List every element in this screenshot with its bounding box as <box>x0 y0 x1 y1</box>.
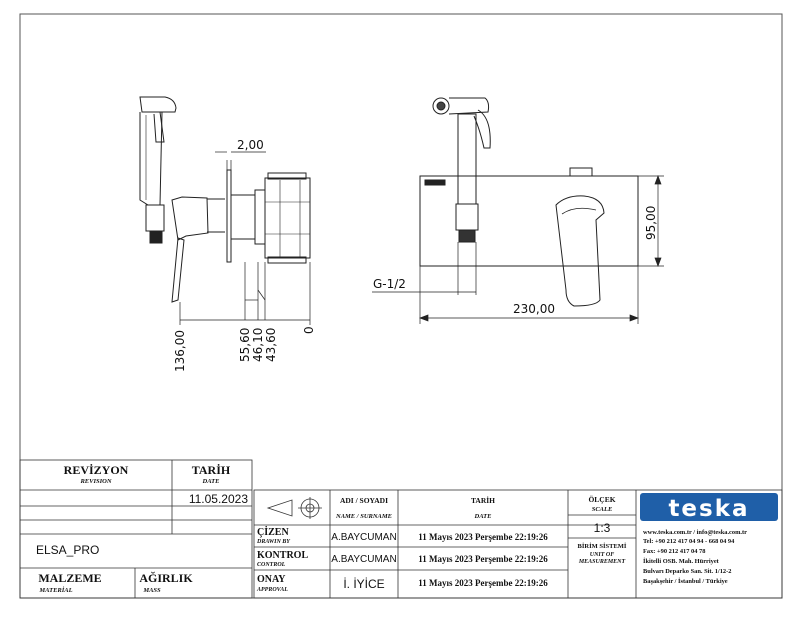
title-block <box>253 489 783 599</box>
company-logo: teska <box>640 493 778 522</box>
scale-sub: SCALE <box>592 506 613 513</box>
front-view-dimensions <box>372 175 664 324</box>
date-sub: DATE <box>474 513 493 520</box>
dim-offset-1: 136,00 <box>173 330 187 372</box>
weight-label: AĞIRLIK <box>139 571 193 585</box>
row-role-sub-2: APPROVAL <box>256 587 288 593</box>
units-label: BİRİM SİSTEMİ <box>578 543 627 550</box>
name-header: ADI / SOYADI <box>340 496 388 505</box>
dim-width: 230,00 <box>513 302 555 316</box>
contact-line-4: Bulvarı Deparko San. Sit. 1/12-2 <box>643 568 731 575</box>
revision-label: REVİZYON <box>64 463 129 477</box>
revision-sub: REVISION <box>79 478 111 485</box>
dim-offset-5: 0 <box>302 326 316 334</box>
contact-line-1: Tel: +90 212 417 04 94 - 668 04 94 <box>643 538 735 545</box>
shower-trigger <box>153 111 165 143</box>
revision-date-value: 11.05.2023 <box>189 492 248 506</box>
scale-label: ÖLÇEK <box>588 495 615 504</box>
dim-thread: G-1/2 <box>373 277 406 291</box>
front-mixer-lever <box>555 195 605 307</box>
front-shower-trigger <box>473 109 491 149</box>
weight-sub: MASS <box>142 587 161 594</box>
mixer-body <box>171 196 209 241</box>
row-name-2: İ. İYİCE <box>343 577 384 591</box>
contact-line-0: www.teska.com.tr / info@teska.com.tr <box>643 529 747 536</box>
contact-line-3: İkitelli OSB. Mah. Hürriyet <box>643 558 720 565</box>
revision-date-label: TARİH <box>192 463 231 477</box>
cartridge-housing <box>264 177 311 259</box>
dim-offset-2: 55,60 <box>238 328 252 362</box>
contact-line-5: Başakşehir / İstanbul / Türkiye <box>643 578 728 585</box>
dim-offset-3: 46,10 <box>251 328 265 362</box>
revision-block <box>19 459 253 599</box>
material-sub: MATERİAL <box>38 586 72 594</box>
name-sub: NAME / SURNAME <box>335 513 393 520</box>
shower-nut <box>145 204 165 232</box>
side-view-dimensions <box>179 151 311 325</box>
side-view <box>139 96 311 303</box>
scale-value: 1:3 <box>594 521 611 535</box>
contact-line-2: Fax: +90 212 417 04 78 <box>643 548 705 555</box>
dim-height: 95,00 <box>644 206 658 240</box>
mixer-lever <box>171 237 185 303</box>
row-role-2: ONAY <box>257 574 286 585</box>
front-shower-head <box>432 97 450 115</box>
projection-symbol <box>266 497 322 519</box>
front-view <box>419 97 639 307</box>
row-role-1: KONTROL <box>257 550 308 561</box>
shower-head <box>139 96 177 113</box>
material-label: MALZEME <box>38 571 101 585</box>
front-shower-body <box>457 113 477 205</box>
shower-nipple <box>149 230 163 244</box>
dim-thickness: 2,00 <box>237 138 264 152</box>
date-header: TARİH <box>471 495 495 505</box>
logo-background <box>640 493 778 521</box>
row-role-0: ÇİZEN <box>257 526 289 538</box>
row-role-sub-0: DRAWIN BY <box>256 539 291 545</box>
revision-date-sub: DATE <box>202 478 221 485</box>
row-date-2: 11 Mayıs 2023 Perşembe 22:19:26 <box>418 578 548 588</box>
row-name-1: A.BAYCUMAN <box>331 554 396 565</box>
front-wall-plate <box>419 175 639 267</box>
row-date-0: 11 Mayıs 2023 Perşembe 22:19:26 <box>418 532 548 542</box>
row-name-0: A.BAYCUMAN <box>331 532 396 543</box>
brand-mark <box>424 179 446 186</box>
logo-text: teska <box>668 496 749 522</box>
units-sub-1: UNIT OF <box>590 552 615 558</box>
units-sub-2: MEASUREMENT <box>578 559 626 565</box>
wall-plate <box>226 169 232 263</box>
part-name: ELSA_PRO <box>36 543 99 557</box>
row-date-1: 11 Mayıs 2023 Perşembe 22:19:26 <box>418 554 548 564</box>
dim-offset-4: 43,60 <box>264 328 278 362</box>
row-role-sub-1: CONTROL <box>257 562 286 568</box>
shower-body <box>139 111 163 206</box>
